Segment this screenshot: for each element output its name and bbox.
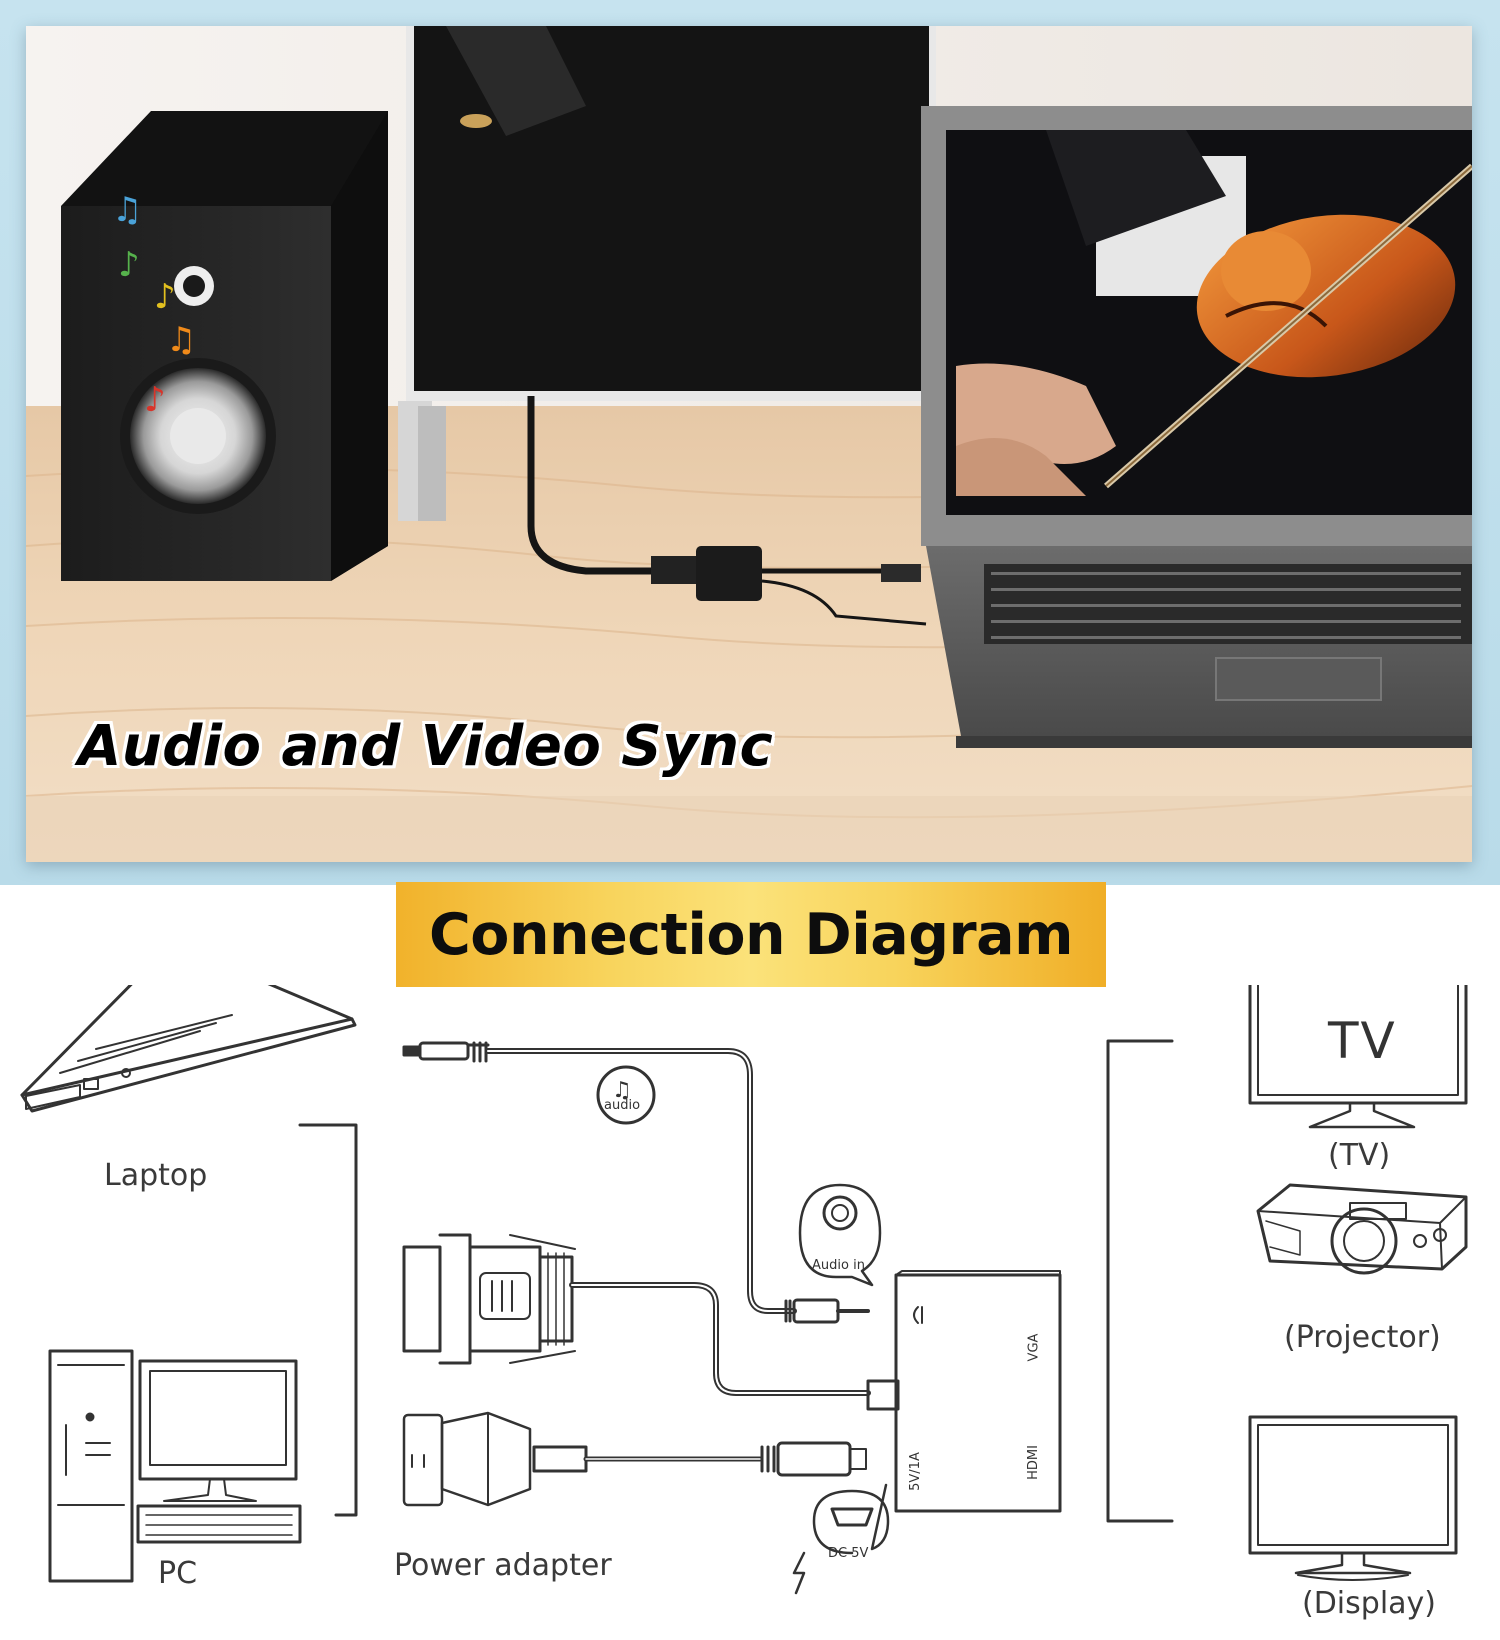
display-label: (Display) xyxy=(1302,1586,1436,1621)
sources-bracket xyxy=(298,1123,358,1517)
audio-cable xyxy=(402,1041,870,1324)
audio-badge-icon: ♫ xyxy=(596,1065,656,1125)
banner-title: Connection Diagram xyxy=(428,901,1074,968)
pc-icon xyxy=(48,1349,302,1583)
connection-diagram: ♫ xyxy=(0,985,1500,1640)
tv-screen-text: TV xyxy=(1328,1012,1397,1070)
dc-label: DC 5V xyxy=(828,1546,869,1561)
photo-band: ♫ ♪ ♪ ♫ ♪ xyxy=(0,0,1500,885)
audio-in-label: Audio in xyxy=(812,1258,865,1273)
vga-connector-icon xyxy=(402,1233,900,1411)
vga-port-label: VGA xyxy=(1026,1333,1042,1362)
outputs-bracket xyxy=(1106,1039,1174,1523)
svg-text:♫: ♫ xyxy=(612,1078,632,1103)
projector-label: (Projector) xyxy=(1284,1320,1441,1355)
audio-badge-label: audio xyxy=(604,1098,641,1113)
svg-text:♪: ♪ xyxy=(154,277,176,317)
tv-icon xyxy=(1248,985,1468,1129)
power-adapter-icon xyxy=(402,1411,867,1507)
audio-in-bubble-icon xyxy=(798,1183,882,1287)
laptop-icon xyxy=(20,985,357,1113)
hdmi-port-label: HDMI xyxy=(1025,1445,1041,1480)
pc-label: PC xyxy=(158,1556,198,1591)
svg-text:♫: ♫ xyxy=(112,190,142,230)
tv-label: (TV) xyxy=(1328,1138,1391,1173)
svg-text:♪: ♪ xyxy=(144,380,166,420)
connection-diagram-banner: Connection Diagram xyxy=(396,882,1106,987)
power-port-label: 5V/1A xyxy=(907,1452,923,1491)
display-icon xyxy=(1248,1415,1458,1581)
svg-text:♫: ♫ xyxy=(166,320,196,360)
adapter-box-icon xyxy=(894,1270,1062,1513)
product-photo: ♫ ♪ ♪ ♫ ♪ xyxy=(26,26,1472,862)
lightning-icon xyxy=(792,1551,806,1595)
dc-port-bubble-icon xyxy=(812,1483,890,1555)
projector-icon xyxy=(1256,1183,1468,1275)
desk-scene-illustration: ♫ ♪ ♪ ♫ ♪ xyxy=(26,26,1472,862)
sync-caption: Audio and Video Sync xyxy=(78,714,774,779)
svg-text:♪: ♪ xyxy=(118,245,140,285)
laptop-label: Laptop xyxy=(104,1158,208,1193)
power-adapter-label: Power adapter xyxy=(394,1548,612,1583)
